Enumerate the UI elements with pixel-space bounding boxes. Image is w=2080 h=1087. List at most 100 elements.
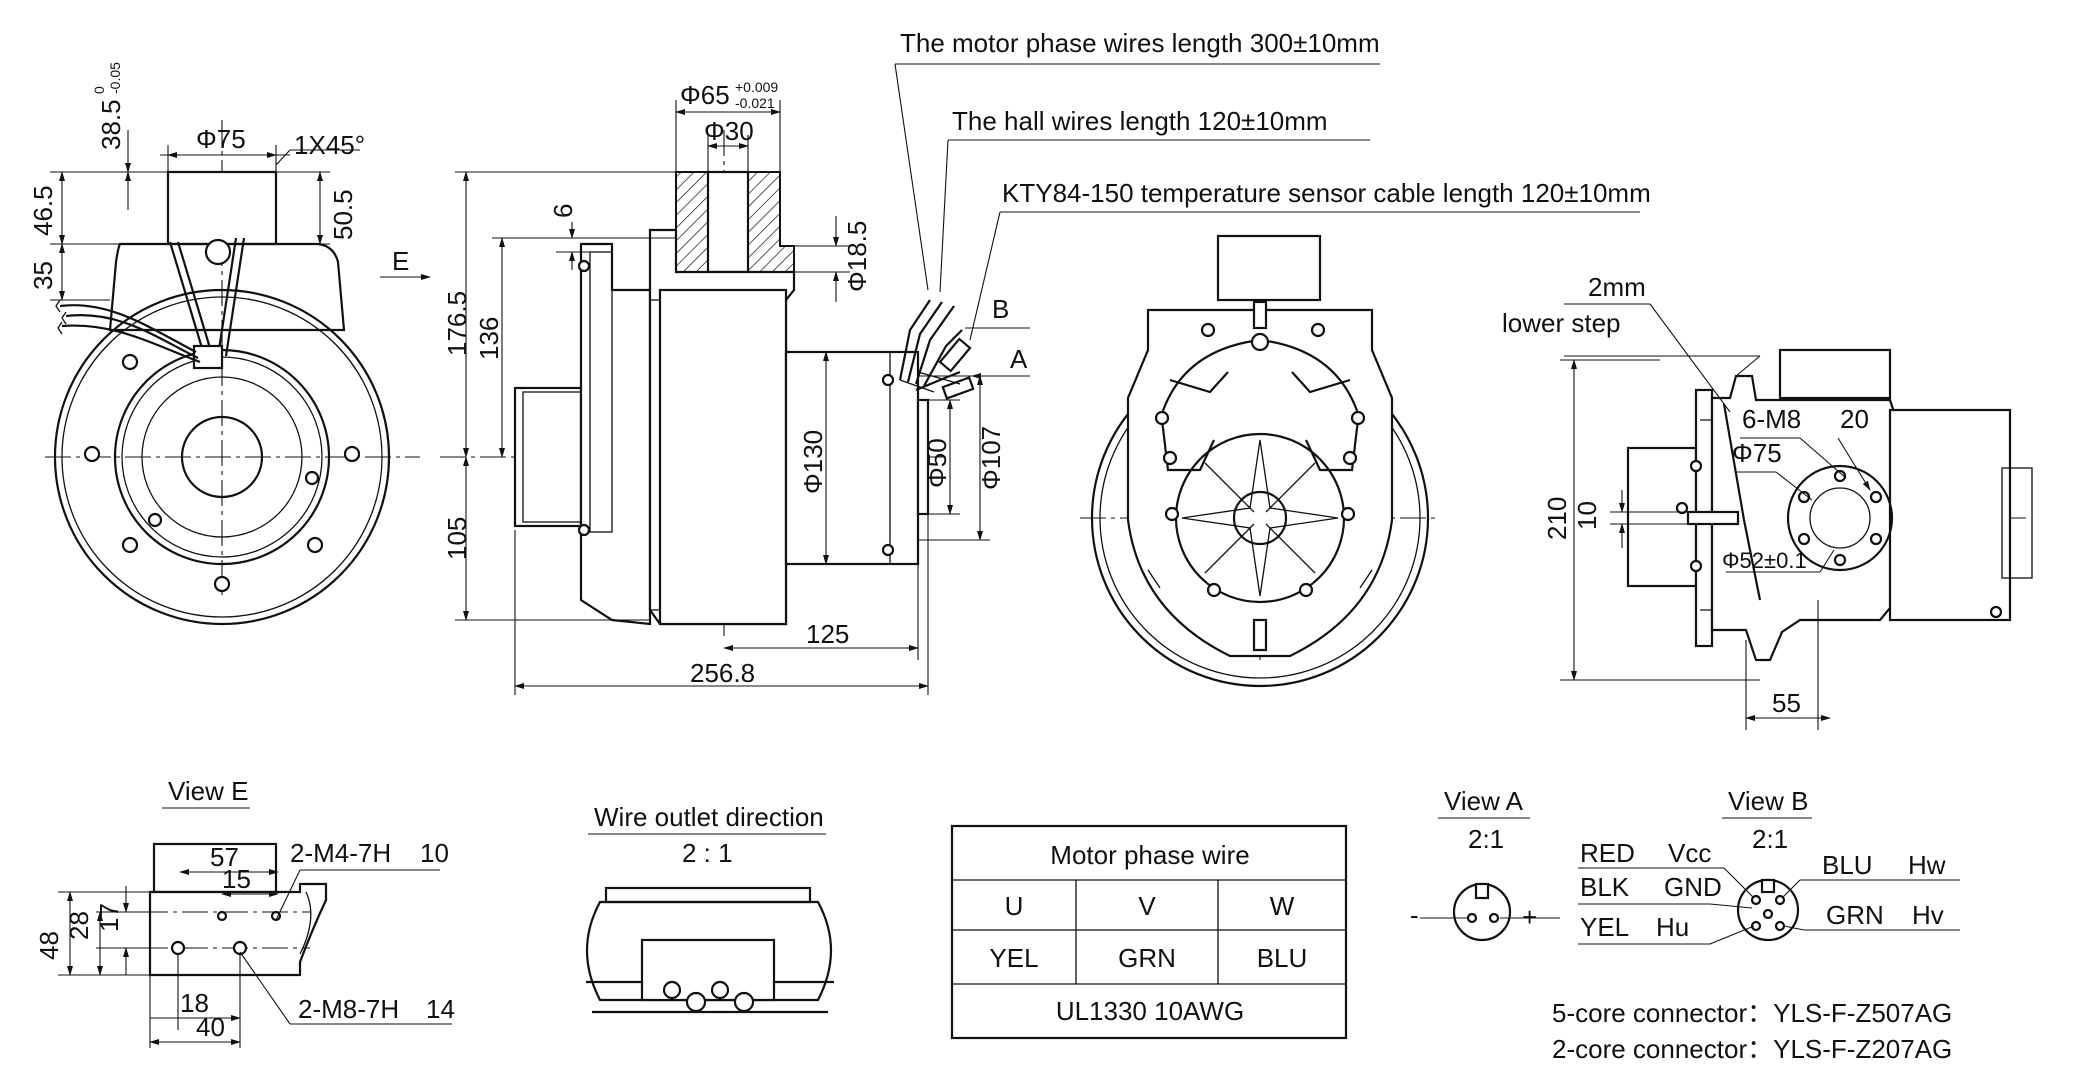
phase-header-v: V <box>1138 891 1156 921</box>
dim-105: 105 <box>442 517 472 560</box>
side-wires <box>898 299 975 400</box>
view-b-title: View B <box>1728 786 1808 816</box>
view-e-28: 28 <box>64 911 94 940</box>
dim-50-5: 50.5 <box>328 189 358 240</box>
dim-35: 35 <box>28 261 58 290</box>
dim-38-5: 38.5 <box>96 99 126 150</box>
pin-gnd: GND <box>1664 872 1722 902</box>
dim-phi75-front: Φ75 <box>196 124 246 154</box>
pin-blu: BLU <box>1822 850 1873 880</box>
pin-hw: Hw <box>1908 850 1946 880</box>
view-e-18: 18 <box>180 988 209 1018</box>
view-a: View A 2:1 - + <box>1410 786 1560 942</box>
dim-phi75-side: Φ75 <box>1732 438 1782 468</box>
dim-phi107: Φ107 <box>976 426 1006 490</box>
view-e-15: 15 <box>222 864 251 894</box>
view-a-plus: + <box>1522 902 1537 932</box>
motor-phase-length-note: The motor phase wires length 300±10mm <box>900 28 1380 58</box>
view-e-10: 10 <box>420 838 449 868</box>
dim-phi30: Φ30 <box>704 116 754 146</box>
view-a-scale: 2:1 <box>1468 824 1504 854</box>
label-a: A <box>1010 344 1028 374</box>
hall-length-note: The hall wires length 120±10mm <box>952 106 1328 136</box>
dim-256-8: 256.8 <box>690 658 755 688</box>
phase-color-w: BLU <box>1257 943 1308 973</box>
phase-table-footer: UL1330 10AWG <box>1056 996 1244 1026</box>
dim-210: 210 <box>1542 497 1572 540</box>
phase-color-u: YEL <box>989 943 1038 973</box>
view-e-57: 57 <box>210 842 239 872</box>
pin-blk: BLK <box>1580 872 1630 902</box>
wire-outlet-ports <box>662 980 755 1013</box>
dim-phi65-tol-upper: +0.009 <box>735 79 778 95</box>
dim-20: 20 <box>1840 404 1869 434</box>
wire-outlet-title: Wire outlet direction <box>594 802 824 832</box>
kty-length-note: KTY84-150 temperature sensor cable lengt… <box>1002 178 1651 208</box>
view-a-minus: - <box>1410 900 1419 930</box>
view-e-14: 14 <box>426 994 455 1024</box>
two-core-connector: 2-core connector：YLS-F-Z207AG <box>1552 1034 1952 1064</box>
view-e: View E <box>34 776 455 1048</box>
view-e-dimensions <box>58 869 452 1048</box>
dim-46-5: 46.5 <box>28 185 58 236</box>
dim-10-side: 10 <box>1572 501 1602 530</box>
view-b-pins <box>1750 894 1786 932</box>
dim-55: 55 <box>1772 688 1801 718</box>
side-dimensions <box>455 63 1640 695</box>
label-b: B <box>992 294 1009 324</box>
view-a-title: View A <box>1444 786 1524 816</box>
view-e-48: 48 <box>34 931 64 960</box>
wire-outlet-scale: 2 : 1 <box>682 838 733 868</box>
rear-spokes <box>1181 439 1339 597</box>
side-bolt-circle <box>1675 459 2003 619</box>
phase-color-v: GRN <box>1118 943 1176 973</box>
right-side-view: 2mm lower step 6-M8 20 Φ75 10 210 Φ52±0.… <box>1502 272 2033 730</box>
dim-38-5-tol-lower: -0.05 <box>107 62 123 94</box>
dim-phi65-tol-lower: -0.021 <box>735 95 775 111</box>
view-e-40: 40 <box>196 1012 225 1042</box>
dim-phi130: Φ130 <box>798 430 828 494</box>
rear-view <box>1080 234 1440 688</box>
view-b: View B 2:1 RED Vcc BLK GND YEL Hu BLU Hw… <box>1578 786 1960 945</box>
front-wires <box>55 237 246 370</box>
phase-header-u: U <box>1005 891 1024 921</box>
dim-6-m8: 6-M8 <box>1742 404 1801 434</box>
five-core-connector: 5-core connector：YLS-F-Z507AG <box>1552 998 1952 1028</box>
dim-125: 125 <box>806 619 849 649</box>
view-e-m4: 2-M4-7H <box>290 838 391 868</box>
pin-hv: Hv <box>1912 900 1944 930</box>
lower-step-note: lower step <box>1502 308 1621 338</box>
pin-yel: YEL <box>1580 912 1629 942</box>
dim-176-5: 176.5 <box>442 291 472 356</box>
view-e-m8: 2-M8-7H <box>298 994 399 1024</box>
pin-red: RED <box>1580 838 1635 868</box>
phase-table-title: Motor phase wire <box>1050 840 1249 870</box>
front-dimensions <box>50 130 431 301</box>
right-dimensions <box>1560 303 1871 730</box>
dim-phi65: Φ65 <box>680 80 730 110</box>
dim-chamfer: 1X45° <box>294 130 365 160</box>
phase-table: Motor phase wire U V W YEL GRN BLU UL133… <box>950 824 1348 1040</box>
view-e-17: 17 <box>94 903 124 932</box>
dim-phi50: Φ50 <box>922 438 952 488</box>
view-b-scale: 2:1 <box>1752 824 1788 854</box>
front-view: Φ75 1X45° 38.5 0 -0.05 46.5 50.5 35 E <box>28 62 431 626</box>
view-e-arrow-label: E <box>392 246 409 276</box>
dim-38-5-tol-upper: 0 <box>91 86 107 94</box>
dim-phi52: Φ52±0.1 <box>1722 548 1807 573</box>
rear-bolt-holes <box>1154 322 1366 598</box>
wire-outlet-view: Wire outlet direction 2 : 1 <box>586 802 834 1014</box>
dim-2mm: 2mm <box>1588 272 1646 302</box>
phase-header-w: W <box>1270 891 1295 921</box>
dim-6: 6 <box>548 204 578 218</box>
view-e-title: View E <box>168 776 248 806</box>
dim-136: 136 <box>474 317 504 360</box>
dim-phi18-5: Φ18.5 <box>842 221 872 292</box>
pin-vcc: Vcc <box>1668 838 1711 868</box>
connector-notes: 5-core connector：YLS-F-Z507AG 2-core con… <box>1552 998 1952 1064</box>
pin-grn: GRN <box>1826 900 1884 930</box>
pin-hu: Hu <box>1656 912 1689 942</box>
side-view: Φ65 +0.009 -0.021 Φ30 6 Φ18.5 176.5 136 … <box>440 28 1651 695</box>
front-bolt-holes <box>83 238 361 593</box>
